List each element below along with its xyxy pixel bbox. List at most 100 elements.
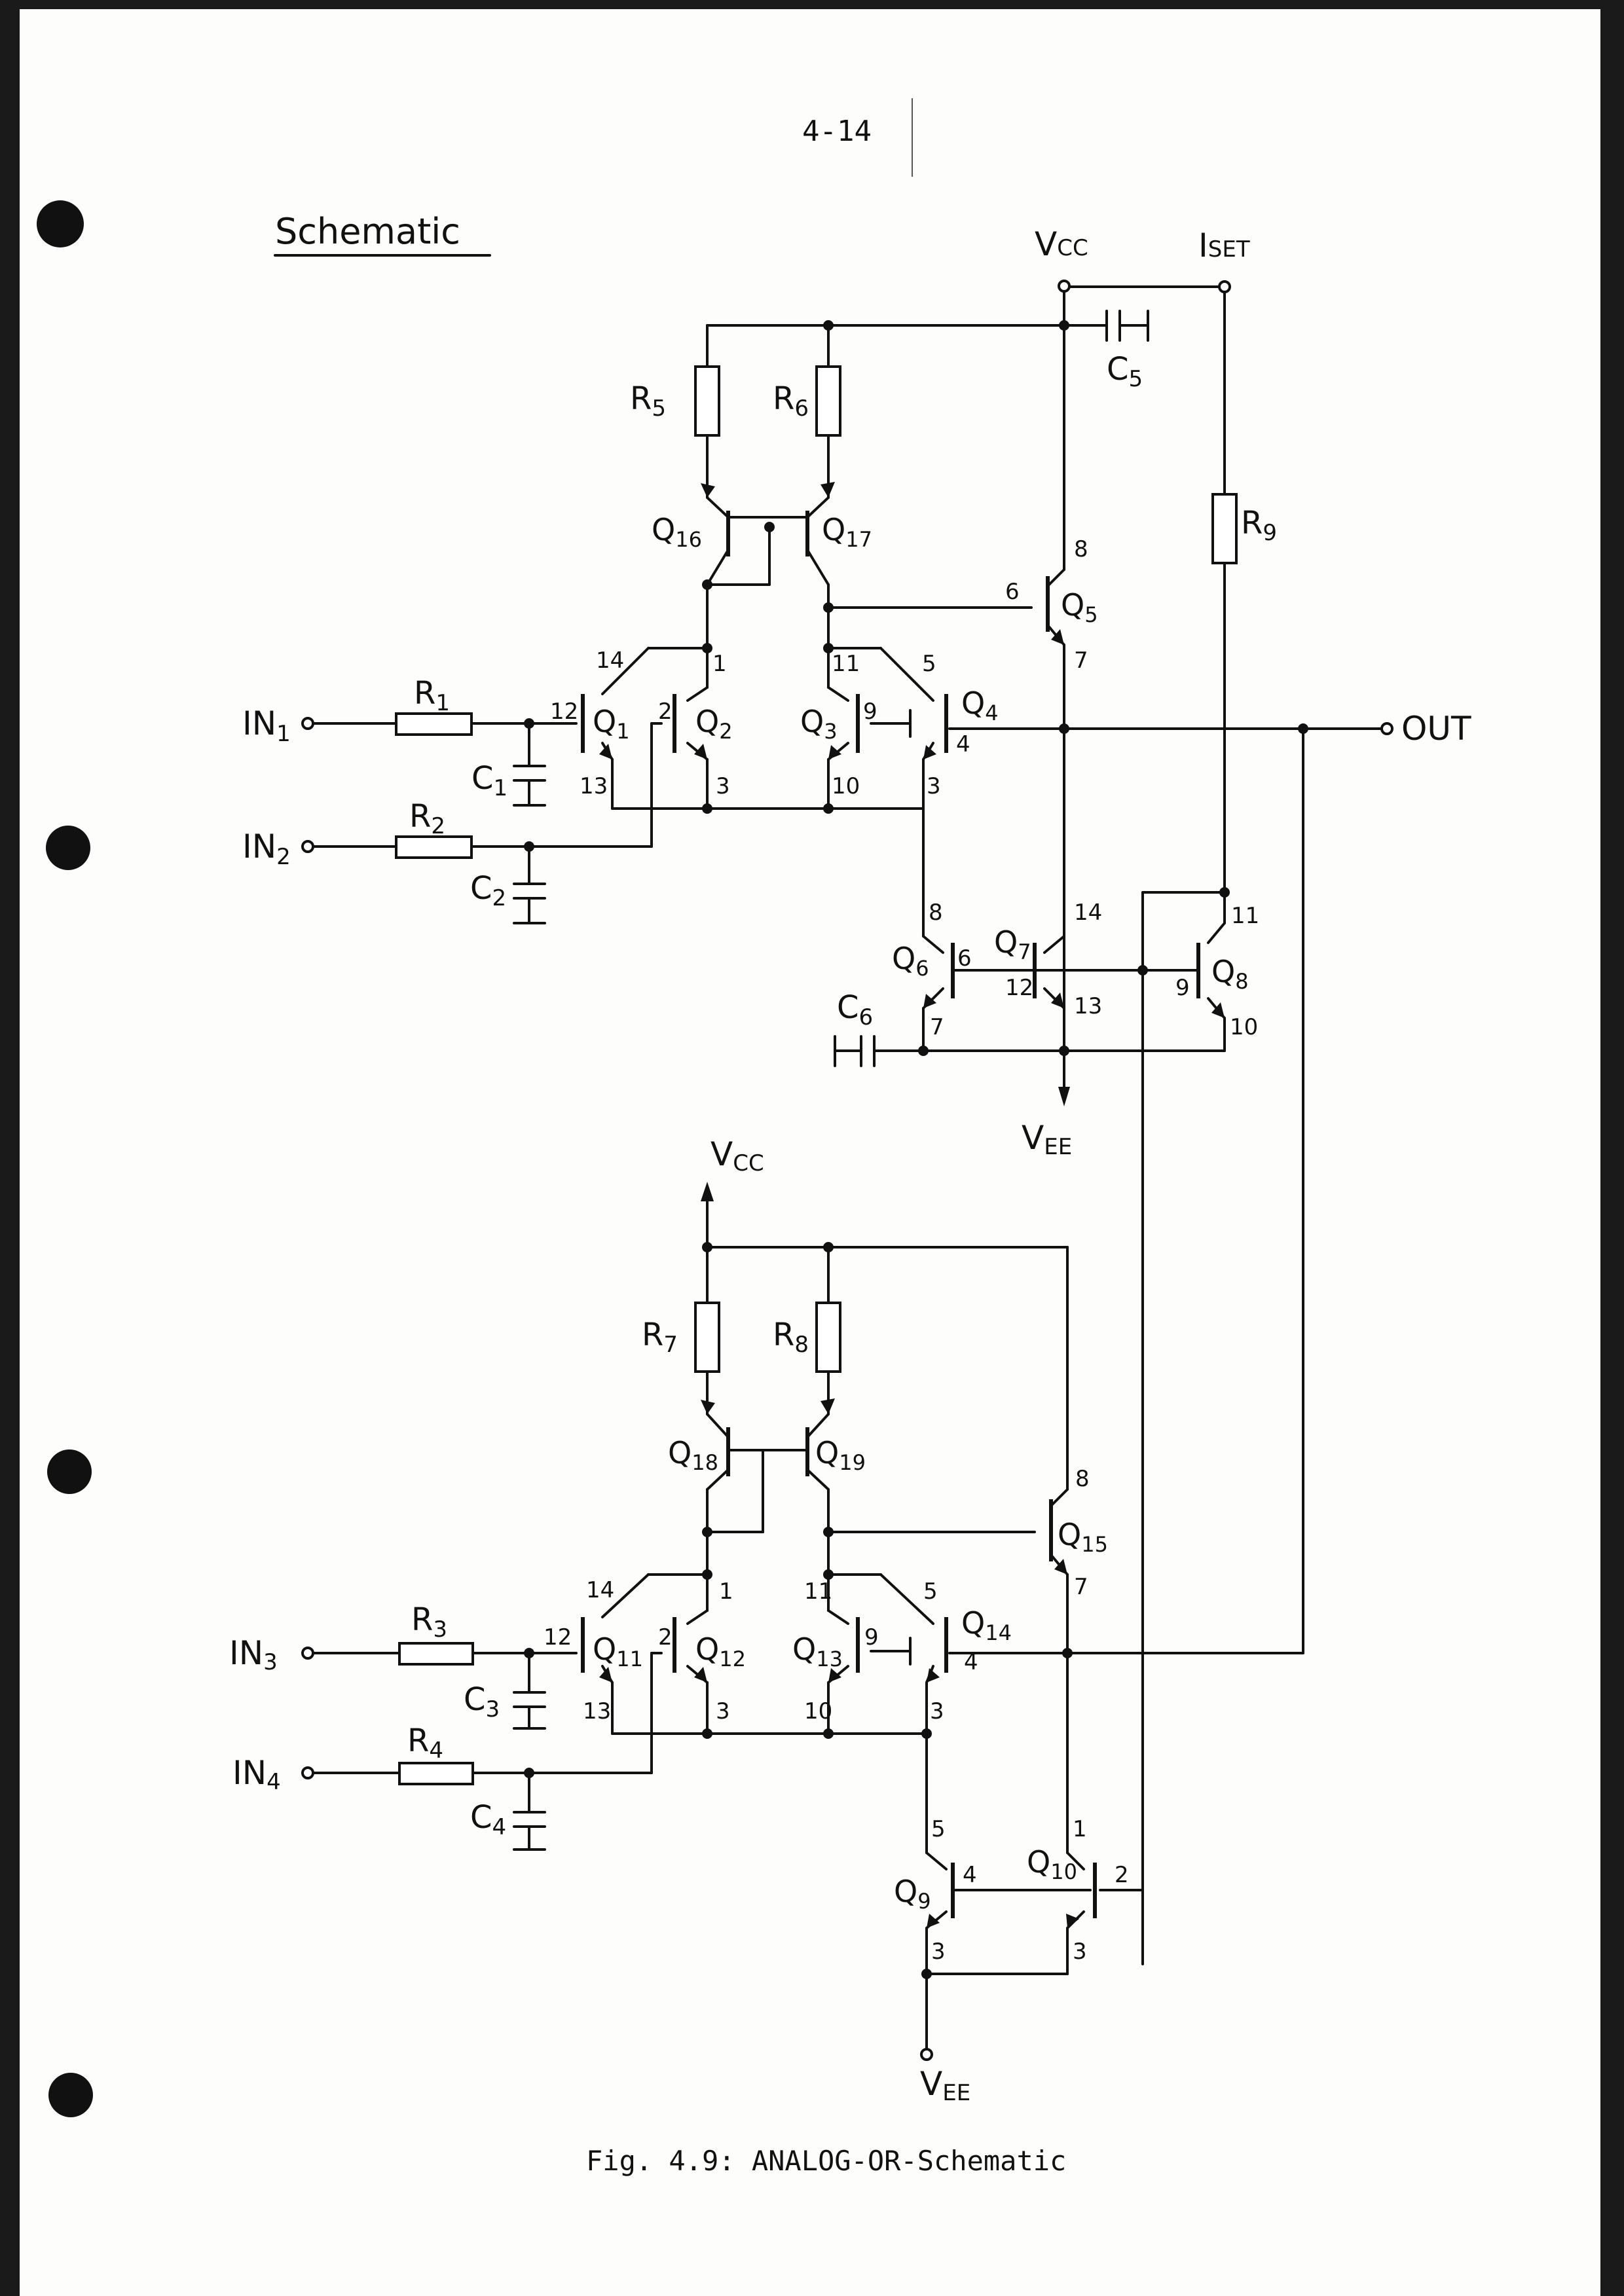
- pin-number: 3: [927, 773, 941, 799]
- punch-hole: [37, 200, 84, 247]
- pin-number: 9: [863, 699, 877, 725]
- bottom-junctions: [524, 1242, 1073, 1979]
- in1-label: IN1: [242, 704, 291, 747]
- page-number: 4-14: [802, 115, 872, 148]
- iset-label: ISET: [1198, 227, 1250, 264]
- resistor-r9: [1211, 493, 1238, 564]
- top-circuit-wiring: [312, 285, 1380, 1965]
- pin-number: 2: [1115, 1862, 1129, 1888]
- q11-label: Q11: [593, 1631, 643, 1671]
- binder-punch-holes: [37, 200, 93, 2117]
- scan-border-left: [0, 0, 20, 2296]
- resistor-r4: [398, 1762, 474, 1785]
- q3-label: Q3: [800, 704, 838, 744]
- q2-label: Q2: [695, 704, 733, 744]
- r3-label: R3: [411, 1601, 447, 1643]
- resistor-r3: [398, 1642, 474, 1666]
- top-passives: [395, 310, 1238, 1067]
- pin-number: 2: [658, 699, 673, 725]
- pin-number: 13: [1074, 993, 1102, 1019]
- pin-number: 10: [832, 773, 860, 799]
- q6-label: Q6: [892, 941, 929, 981]
- resistor-r8: [815, 1302, 841, 1373]
- resistor-r5: [694, 365, 720, 437]
- pin-number: 8: [929, 900, 943, 926]
- q12-label: Q12: [695, 1631, 746, 1671]
- c6-label: C6: [837, 989, 873, 1030]
- scan-border-top: [0, 0, 1624, 9]
- top-transistor-symbols: [581, 482, 1225, 1106]
- q5-label: Q5: [1061, 587, 1098, 627]
- transistor-labels: Q16 Q17 Q5 Q1 Q2 Q3 Q4 Q6 Q7 Q8 Q18 Q19 …: [593, 512, 1249, 1914]
- capacitor-c6: [834, 1035, 876, 1067]
- pin-number: 5: [931, 1816, 946, 1842]
- scan-border-right: [1600, 0, 1624, 2296]
- pin-number: 7: [1074, 1574, 1088, 1600]
- in2-label: IN2: [242, 828, 291, 870]
- capacitor-c2: [513, 883, 546, 924]
- punch-hole: [48, 2073, 93, 2117]
- pin-number: 1: [1073, 1816, 1087, 1842]
- capacitor-c3: [513, 1691, 546, 1730]
- in4-label: IN4: [232, 1754, 281, 1795]
- top-pin-numbers: 14 1 11 5 8 6 7 12 2 9 4 13 3 10 3 8 14 …: [550, 536, 1259, 1040]
- vee-bottom-label: VEE: [920, 2065, 970, 2106]
- in3-label: IN3: [229, 1634, 278, 1675]
- pin-number: 6: [1005, 579, 1020, 605]
- punch-hole: [47, 1449, 92, 1494]
- pin-number: 14: [586, 1577, 614, 1603]
- pin-number: 3: [931, 1939, 946, 1965]
- pin-number: 12: [550, 699, 578, 725]
- pin-number: 2: [658, 1624, 673, 1650]
- q7-label: Q7: [994, 924, 1031, 964]
- component-labels: R5 R6 R9 R1 R2 R7 R8 R3 R4 C5 C1 C2 C6 C…: [407, 351, 1277, 1840]
- pin-number: 8: [1074, 536, 1088, 562]
- q18-label: Q18: [668, 1435, 718, 1475]
- bottom-terminals: [301, 1647, 933, 2061]
- pin-number: 7: [1074, 647, 1088, 674]
- pin-number: 9: [1175, 975, 1190, 1001]
- r1-label: R1: [414, 675, 450, 716]
- pin-number: 12: [1005, 975, 1033, 1001]
- q4-label: Q4: [961, 685, 999, 725]
- r7-label: R7: [642, 1317, 678, 1358]
- pin-number: 3: [1073, 1939, 1087, 1965]
- pin-number: 4: [963, 1862, 977, 1888]
- pin-number: 1: [712, 651, 727, 677]
- pin-number: 8: [1075, 1466, 1090, 1492]
- resistor-r2: [395, 835, 473, 859]
- terminal-labels: VCC ISET IN1 IN2 OUT VEE VCC IN3 IN4 VEE: [229, 225, 1471, 2106]
- r2-label: R2: [409, 798, 445, 839]
- r5-label: R5: [630, 380, 666, 422]
- pin-number: 3: [930, 1698, 944, 1724]
- r8-label: R8: [773, 1317, 809, 1358]
- top-terminals: [301, 280, 1393, 853]
- bottom-circuit-wiring: [312, 1197, 1304, 2050]
- vee-top-label: VEE: [1022, 1119, 1072, 1160]
- pin-number: 3: [716, 773, 730, 799]
- r6-label: R6: [773, 380, 809, 422]
- bottom-pin-numbers: 8 7 14 1 11 5 12 2 9 4 13 3 10 3 5 1 4 2…: [544, 1466, 1129, 1965]
- q16-label: Q16: [652, 512, 702, 552]
- pin-number: 1: [719, 1578, 733, 1605]
- heading: Schematic: [275, 211, 460, 252]
- capacitor-c5: [1105, 310, 1149, 342]
- pin-number: 4: [956, 731, 970, 757]
- c2-label: C2: [470, 870, 506, 911]
- r9-label: R9: [1241, 505, 1277, 546]
- punch-hole: [46, 826, 90, 870]
- capacitor-c4: [513, 1811, 546, 1851]
- q17-label: Q17: [822, 512, 872, 552]
- c1-label: C1: [471, 760, 507, 801]
- pin-number: 13: [583, 1698, 611, 1724]
- pin-number: 10: [1230, 1014, 1258, 1040]
- pin-number: 4: [964, 1649, 978, 1675]
- resistor-r1: [395, 712, 473, 736]
- figure-caption: Fig. 4.9: ANALOG-OR-Schematic: [586, 2145, 1066, 2177]
- q13-label: Q13: [792, 1631, 843, 1671]
- c5-label: C5: [1107, 351, 1143, 392]
- q15-label: Q15: [1058, 1517, 1108, 1557]
- pin-number: 11: [804, 1578, 832, 1605]
- q8-label: Q8: [1211, 954, 1249, 994]
